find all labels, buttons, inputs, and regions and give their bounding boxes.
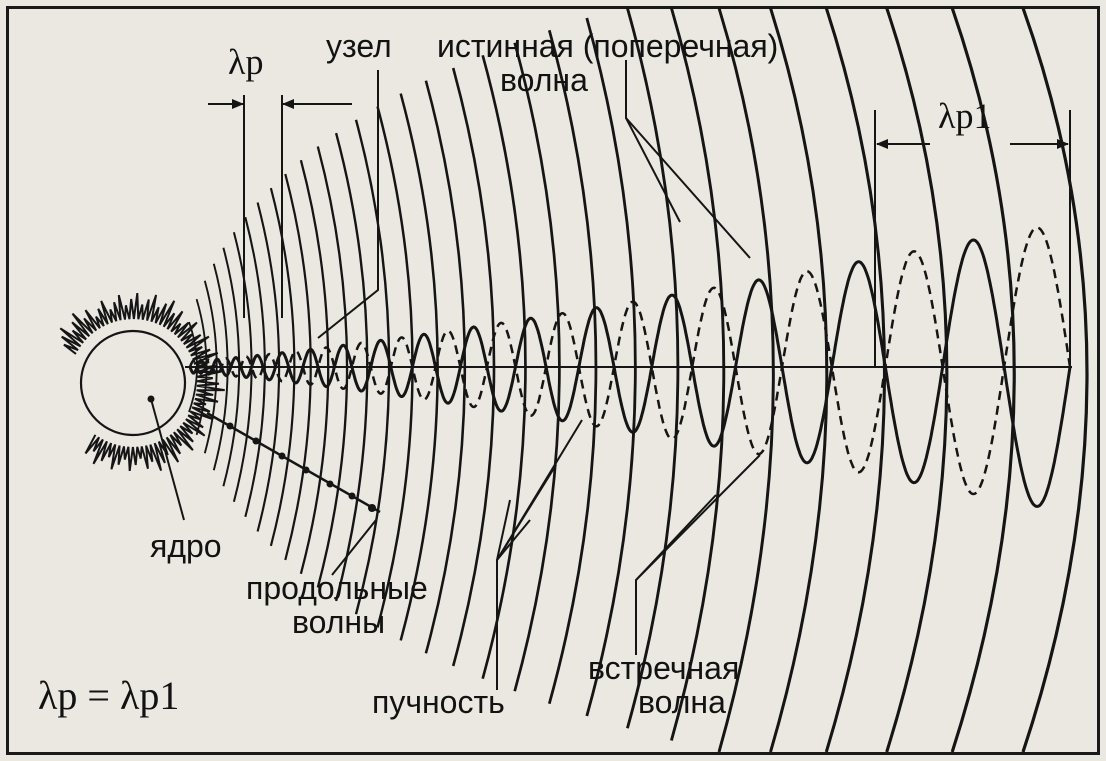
nucleus-leader xyxy=(150,398,185,521)
lambda-p1-label: λp1 xyxy=(938,96,992,136)
lambda-p-dimension xyxy=(208,95,352,318)
wave-front-arc xyxy=(212,263,229,471)
longitudinal-label-line2: волны xyxy=(292,604,386,640)
true-wave-label-line1: истинная (поперечная) xyxy=(437,28,779,64)
wave-front-arc xyxy=(451,67,496,667)
lambda-p1-dimension xyxy=(874,110,1071,367)
wave-front-arc xyxy=(717,7,775,753)
wave-front-arc xyxy=(354,119,391,615)
counter-wave-label-line2: волна xyxy=(638,684,726,720)
longitudinal-ray xyxy=(206,411,381,514)
leader-lines xyxy=(150,60,761,690)
wave-front-arc xyxy=(585,17,637,717)
wave-front-arc xyxy=(424,80,467,654)
wave-front-arc xyxy=(824,7,887,753)
wave-front-arc xyxy=(244,216,266,518)
wave-front-arc xyxy=(299,159,330,575)
counter-wave-label-line1: встречная xyxy=(588,650,740,686)
counter-wave-dashed xyxy=(188,226,1072,496)
wave-front-arc xyxy=(284,173,312,561)
wave-front-arc xyxy=(950,7,1016,753)
transverse-wave-solid xyxy=(188,238,1072,508)
wave-front-arc xyxy=(547,29,598,705)
node-label: узел xyxy=(326,28,392,64)
wave-front-arc xyxy=(626,7,680,729)
longitudinal-label-line1: продольные xyxy=(246,570,428,606)
wave-front-arc xyxy=(334,132,369,602)
wave-front-arc xyxy=(769,7,829,753)
nucleus-corona xyxy=(59,292,225,472)
wave-front-arc xyxy=(222,247,241,487)
longitudinal-leader xyxy=(331,519,377,576)
wave-front-arc xyxy=(203,280,218,454)
wave-front-arc xyxy=(1021,7,1089,753)
antinode-label: пучность xyxy=(372,684,505,720)
nucleus-circle xyxy=(79,329,187,437)
wave-front-arc xyxy=(885,7,949,753)
wave-front-arc xyxy=(256,202,281,532)
wave-front-arc xyxy=(513,42,561,692)
wave-front-arc xyxy=(316,146,349,588)
wave-front-arc xyxy=(669,7,726,741)
wave-fronts xyxy=(188,7,1089,753)
true-wave-label-line2: волна xyxy=(500,62,588,98)
node-leader xyxy=(317,70,379,339)
wave-front-arc xyxy=(195,298,208,436)
frame-border xyxy=(6,6,1100,755)
lambda-p-label: λp xyxy=(228,42,264,82)
wave-front-arc xyxy=(399,93,439,641)
true-wave-leader xyxy=(625,60,751,259)
formula-label: λp = λp1 xyxy=(38,673,180,718)
wave-front-arc xyxy=(481,54,527,680)
nucleus-label: ядро xyxy=(150,528,222,564)
